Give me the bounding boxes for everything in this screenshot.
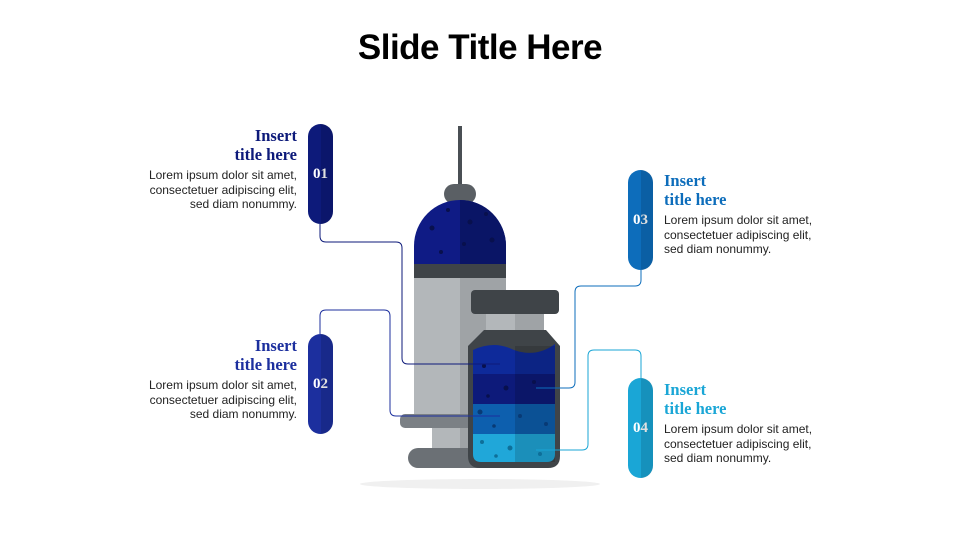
item-03-title-line1: Insert	[664, 171, 707, 190]
item-02-body: Lorem ipsum dolor sit amet, consectetuer…	[148, 378, 297, 421]
item-03-number-pill: 03	[628, 170, 653, 270]
vial-icon	[468, 290, 560, 468]
item-01-title-line2: title here	[234, 145, 297, 164]
item-01-body: Lorem ipsum dolor sit amet, consectetuer…	[148, 168, 297, 211]
item-04-body: Lorem ipsum dolor sit amet, consectetuer…	[664, 422, 813, 465]
item-02-title-line2: title here	[234, 355, 297, 374]
item-03-body: Lorem ipsum dolor sit amet, consectetuer…	[664, 213, 813, 256]
item-04-title-line2: title here	[664, 399, 727, 418]
item-03-number: 03	[633, 211, 648, 228]
item-04-number-pill: 04	[628, 378, 653, 478]
item-04-number: 04	[633, 419, 648, 436]
item-03-text: Insert title here Lorem ipsum dolor sit …	[664, 171, 824, 257]
item-02-text: Insert title here Lorem ipsum dolor sit …	[137, 336, 297, 422]
slide-title: Slide Title Here	[357, 28, 603, 67]
item-01-number: 01	[313, 165, 328, 182]
connector-lines	[319, 224, 642, 451]
item-03-title-line2: title here	[664, 190, 727, 209]
item-01-text: Insert title here Lorem ipsum dolor sit …	[137, 126, 297, 212]
item-04-text: Insert title here Lorem ipsum dolor sit …	[664, 380, 824, 466]
item-03-title: Insert title here	[664, 171, 824, 209]
item-02-title: Insert title here	[137, 336, 297, 374]
item-01-title-line1: Insert	[254, 126, 297, 145]
item-02-title-line1: Insert	[254, 336, 297, 355]
item-02-number-pill: 02	[308, 334, 333, 434]
item-02-number: 02	[313, 375, 328, 392]
floor-shadow	[360, 479, 600, 489]
item-04-title-line1: Insert	[664, 380, 707, 399]
item-04-title: Insert title here	[664, 380, 824, 418]
item-01-number-pill: 01	[308, 124, 333, 224]
item-01-title: Insert title here	[137, 126, 297, 164]
